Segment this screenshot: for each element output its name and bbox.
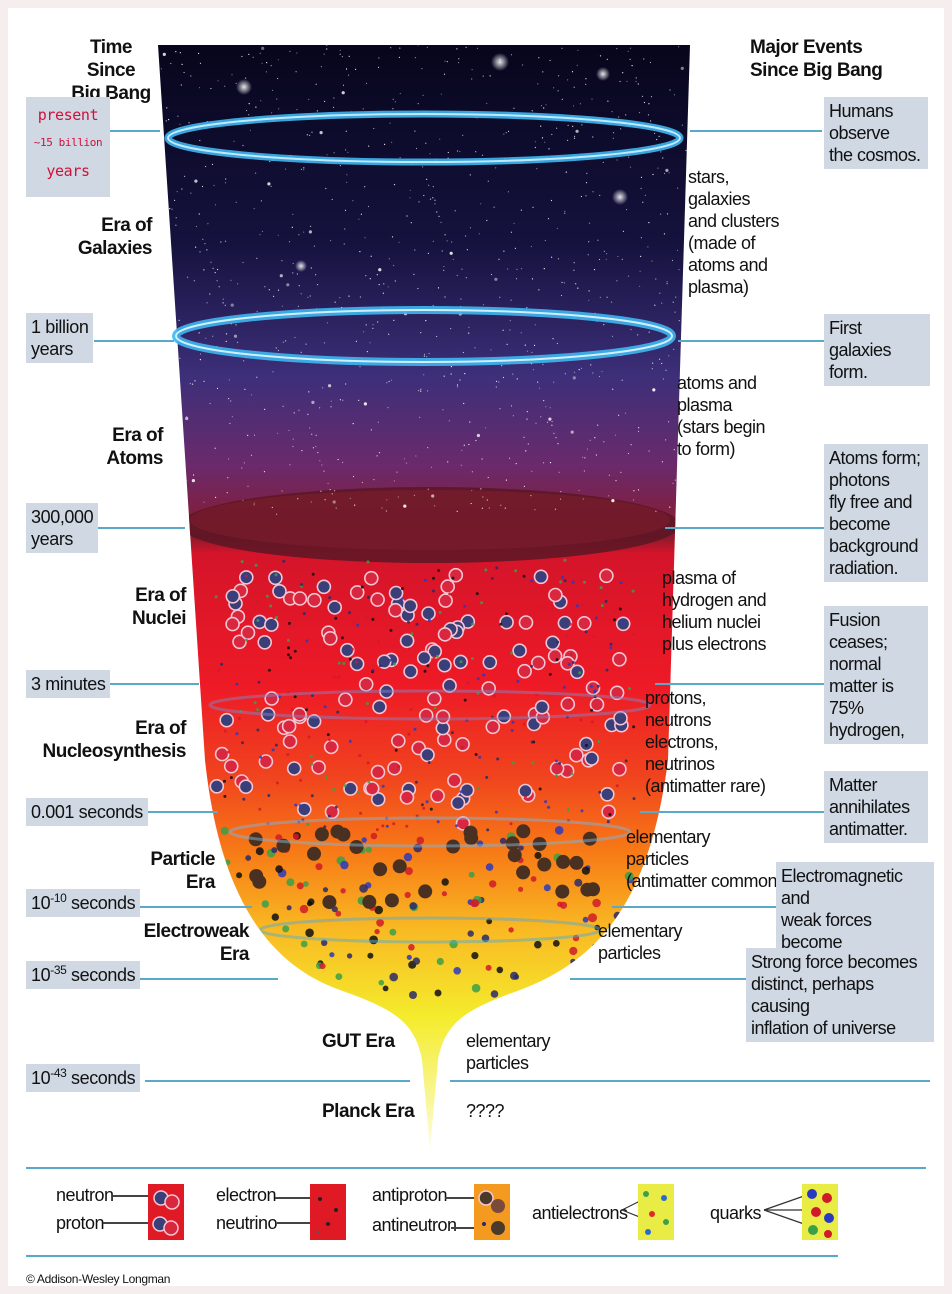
event-humans-observe: Humans observe the cosmos.: [824, 97, 928, 169]
content-stars-galaxies: stars, galaxies and clusters (made of at…: [688, 166, 779, 298]
era-galaxies: Era of Galaxies: [78, 214, 152, 260]
legend-antineutron: antineutron: [372, 1215, 457, 1236]
timeline-line-present-right: [690, 130, 822, 132]
time-label-3-minutes: 3 minutes: [26, 670, 110, 698]
era-electroweak: Electroweak Era: [144, 920, 249, 966]
timeline-line-1e-35-left: [140, 978, 278, 980]
time-label-1e-43-seconds: 10-43 seconds: [26, 1064, 140, 1092]
era-nucleosynthesis: Era of Nucleosynthesis: [43, 717, 187, 763]
event-first-galaxies: First galaxies form.: [824, 314, 930, 386]
timeline-line-001s-right: [640, 811, 825, 813]
timeline-line-1e-43-right: [450, 1080, 930, 1082]
era-planck: Planck Era: [322, 1100, 414, 1123]
legend-neutrino: neutrino: [216, 1213, 277, 1234]
time-label-present: present ~15 billion years: [26, 97, 110, 197]
timeline-line-3min-left: [104, 683, 199, 685]
content-plasma-nuclei: plasma of hydrogen and helium nuclei plu…: [662, 567, 766, 655]
legend-quarks: quarks: [710, 1203, 761, 1224]
timeline-line-1e-43-left: [145, 1080, 410, 1082]
left-column-header: Time Since Big Bang: [66, 36, 156, 105]
legend-neutron: neutron: [56, 1185, 114, 1206]
timeline-line-1e-35-right: [570, 978, 748, 980]
legend-electron: electron: [216, 1185, 276, 1206]
legend-bottom-rule: [26, 1255, 838, 1257]
content-unknown: ????: [466, 1100, 504, 1122]
content-elementary-antimatter: elementary particles (antimatter common): [626, 826, 783, 892]
event-strong-force-distinct: Strong force becomes distinct, perhaps c…: [746, 948, 934, 1042]
event-matter-annihilates: Matter annihilates antimatter.: [824, 771, 928, 843]
time-label-300000-years: 300,000 years: [26, 503, 98, 553]
timeline-line-001s-left: [140, 811, 218, 813]
time-label-1e-10-seconds: 10-10 seconds: [26, 889, 140, 917]
time-label-1e-35-seconds: 10-35 seconds: [26, 961, 140, 989]
quark-swatch: [802, 1184, 838, 1240]
content-protons-neutrons: protons, neutrons electrons, neutrinos (…: [645, 687, 766, 797]
timeline-line-1e-10-right: [612, 906, 776, 908]
time-label-0001-seconds: 0.001 seconds: [26, 798, 148, 826]
event-fusion-ceases: Fusion ceases; normal matter is 75% hydr…: [824, 606, 928, 744]
timeline-line-1b-right: [678, 340, 824, 342]
time-label-1-billion-years: 1 billion years: [26, 313, 93, 363]
antielectron-swatch: [638, 1184, 674, 1240]
legend-antielectrons: antielectrons: [532, 1203, 628, 1224]
era-nuclei: Era of Nuclei: [132, 584, 186, 630]
event-atoms-form: Atoms form; photons fly free and become …: [824, 444, 928, 582]
timeline-line-1e-10-left: [140, 906, 252, 908]
timeline-line-1b-left: [94, 340, 174, 342]
copyright-notice: © Addison-Wesley Longman: [26, 1272, 170, 1286]
content-atoms-plasma: atoms and plasma (stars begin to form): [677, 372, 765, 460]
lepton-swatch: [310, 1184, 346, 1240]
timeline-line-3min-right: [655, 683, 825, 685]
antinucleon-swatch: [474, 1184, 510, 1240]
timeline-line-300k-left: [90, 527, 185, 529]
right-column-header: Major Events Since Big Bang: [750, 36, 882, 82]
era-atoms: Era of Atoms: [106, 424, 163, 470]
era-particle: Particle Era: [150, 848, 215, 894]
legend-proton: proton: [56, 1213, 104, 1234]
timeline-line-300k-right: [665, 527, 825, 529]
legend-top-rule: [26, 1167, 926, 1169]
era-gut: GUT Era: [322, 1030, 395, 1053]
legend-antiproton: antiproton: [372, 1185, 447, 1206]
nucleon-swatch: [148, 1184, 184, 1240]
content-elementary-particles-1: elementary particles: [598, 920, 682, 964]
content-elementary-particles-2: elementary particles: [466, 1030, 550, 1074]
